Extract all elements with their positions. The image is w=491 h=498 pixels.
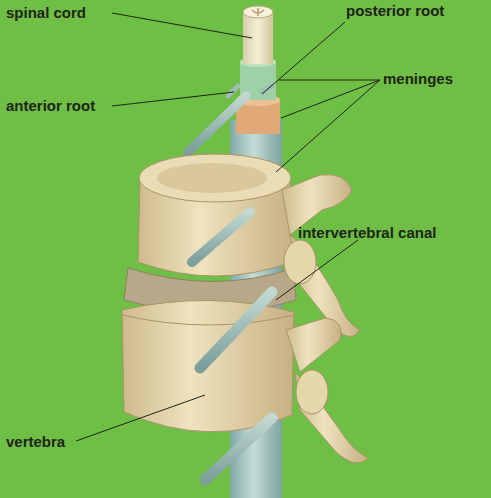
leader-line	[76, 395, 205, 441]
spinal-nerve	[205, 418, 272, 480]
spinal-cord	[243, 12, 273, 64]
nerve-root	[188, 96, 246, 152]
leader-line	[112, 92, 234, 106]
part-label: spinal cord	[6, 4, 126, 21]
cord-section	[243, 6, 273, 18]
spinal-nerve	[192, 212, 250, 262]
part-label: posterior root	[346, 2, 486, 19]
leader-line	[262, 22, 345, 94]
leader-line	[281, 80, 380, 118]
body-top-inner	[157, 163, 267, 193]
part-label: intervertebral canal	[298, 224, 478, 241]
grey-matter	[252, 8, 264, 16]
leader-line	[112, 13, 252, 38]
spinal-nerve	[200, 292, 272, 368]
leader-line	[276, 80, 380, 172]
part-label: anterior root	[6, 97, 126, 114]
body-top	[139, 154, 291, 202]
anterior-root	[228, 86, 238, 96]
transverse-process	[286, 318, 341, 372]
leader-line	[276, 240, 358, 300]
body-edge	[122, 315, 294, 325]
part-label: vertebra	[6, 433, 106, 450]
part-label: meninges	[383, 70, 483, 87]
articular-process	[296, 370, 328, 414]
articular-process	[284, 240, 316, 284]
leader-line	[279, 80, 380, 81]
